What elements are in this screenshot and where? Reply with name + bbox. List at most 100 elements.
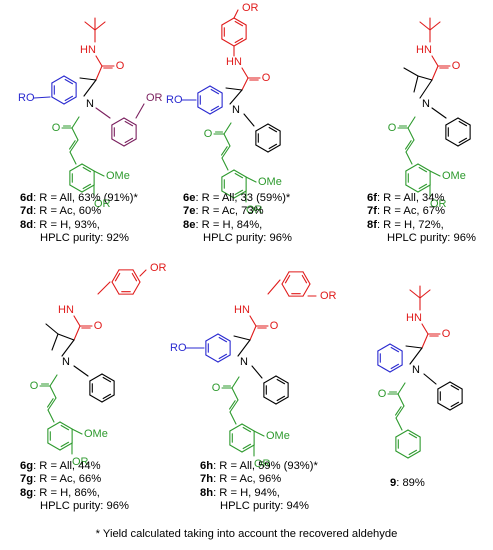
bond	[403, 67, 419, 77]
compound-yield: HPLC purity: 94%	[220, 500, 309, 513]
bond	[111, 269, 120, 283]
bond	[419, 21, 431, 31]
bond	[241, 67, 249, 79]
atom-label: O	[204, 128, 213, 140]
bond	[132, 269, 141, 283]
bond	[267, 279, 281, 295]
atom-label: OMe	[266, 430, 290, 442]
bond	[390, 363, 400, 370]
bond	[418, 183, 428, 190]
bond	[51, 96, 65, 105]
atom-label: OR	[94, 198, 111, 210]
compound-number: 6d	[20, 192, 34, 204]
compound-number: 7d	[20, 205, 34, 218]
bond	[51, 333, 59, 351]
compound-number: 7f	[367, 205, 377, 218]
bond	[79, 77, 97, 81]
compound-number: 6f	[367, 192, 377, 204]
bond	[123, 117, 137, 126]
bond	[395, 417, 403, 431]
bond	[241, 444, 255, 453]
compound-number: 7g	[20, 473, 34, 486]
bond	[234, 172, 244, 179]
bond	[275, 375, 289, 384]
compound-yield: : R = All, 59% (93%)*	[213, 460, 318, 472]
bond	[413, 75, 419, 93]
compound-line: 7e: R = Ac, 73%	[183, 205, 292, 218]
bond	[111, 138, 125, 147]
compound-line: HPLC purity: 96%	[183, 232, 292, 245]
compound-yield: : R = H, 72%,	[376, 218, 444, 231]
bond	[221, 145, 231, 159]
bond	[71, 116, 80, 129]
caption-c3: 6f: R = All, 34%7f: R = Ac, 67%8f: R = H…	[367, 192, 476, 246]
bond	[284, 274, 291, 284]
bond	[237, 339, 251, 357]
caption-c6: 9: 89%	[390, 477, 425, 490]
compound-yield: : R = Ac, 96%	[213, 473, 282, 486]
bond	[417, 163, 431, 172]
atom-label: HN	[80, 44, 96, 56]
bond	[223, 133, 231, 147]
bond	[63, 96, 77, 105]
atom-label: OR	[246, 204, 263, 216]
compound-yield: HPLC purity: 96%	[40, 500, 129, 513]
bond	[405, 151, 413, 165]
bond	[397, 382, 406, 395]
bond	[395, 429, 409, 438]
bond	[251, 365, 263, 379]
bond	[281, 271, 290, 285]
bond	[69, 139, 79, 153]
bond	[233, 169, 247, 178]
bond	[51, 75, 65, 84]
bond	[302, 283, 311, 297]
atom-label: RO	[18, 92, 35, 104]
bond	[458, 120, 468, 127]
bond	[210, 105, 220, 112]
bond	[301, 274, 308, 284]
bond	[209, 85, 223, 94]
bond	[69, 184, 83, 193]
compound-line: 8f: R = H, 72%,	[367, 219, 476, 232]
compound-line: 6g: R = All, 44%	[20, 460, 129, 473]
bond	[71, 428, 83, 435]
bond	[95, 65, 103, 81]
bond	[47, 421, 61, 430]
compound-yield: : R = H, 86%,	[33, 486, 100, 499]
compound-yield: : R = All, 44%	[33, 460, 101, 472]
bond	[220, 146, 228, 156]
atom-label: O	[52, 122, 61, 134]
bond	[229, 411, 237, 425]
bond	[89, 373, 103, 382]
atom-label: N	[422, 98, 430, 110]
bond	[210, 88, 220, 95]
compound-line: 7f: R = Ac, 67%	[367, 205, 476, 218]
atom-label: OMe	[84, 428, 108, 440]
bond	[139, 269, 147, 277]
bond	[69, 163, 83, 172]
compound-line: 8g: R = H, 86%,	[20, 487, 129, 500]
atom-label: RO	[170, 342, 187, 354]
bond	[73, 325, 81, 341]
compound-yield: : R = H, 84%,	[195, 218, 263, 231]
atom-label: N	[62, 356, 70, 368]
bond	[221, 17, 235, 26]
compound-line: HPLC purity: 96%	[367, 232, 476, 245]
bond	[84, 21, 96, 31]
atom-label: N	[86, 98, 94, 110]
compound-yield: : R = Ac, 60%	[33, 205, 102, 218]
bond	[102, 376, 112, 383]
bond	[57, 333, 75, 341]
bond	[82, 183, 92, 190]
compound-yield: : R = H, 93%,	[33, 218, 100, 231]
bond	[397, 393, 405, 407]
bond	[267, 123, 281, 132]
bond	[234, 189, 244, 196]
bond	[449, 402, 463, 411]
bond	[255, 123, 269, 132]
bond	[429, 170, 441, 177]
bond	[407, 116, 416, 129]
bond	[457, 138, 471, 147]
atom-label: O	[452, 60, 461, 72]
